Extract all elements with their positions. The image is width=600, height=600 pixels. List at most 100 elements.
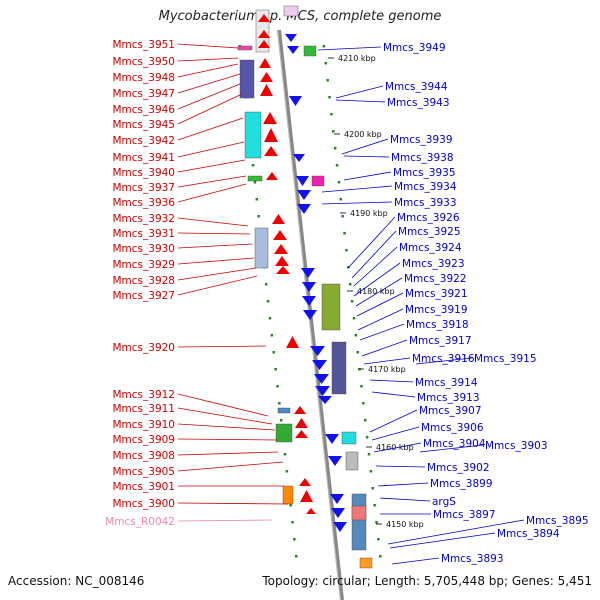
ring-tick-inner xyxy=(272,351,275,354)
gene-label-right: Mmcs_3919 xyxy=(405,304,468,316)
ring-tick-outer xyxy=(339,198,343,201)
ring-tick-inner xyxy=(274,368,277,371)
gene-block xyxy=(277,407,291,414)
gene-label-right: Mmcs_3914 xyxy=(415,377,478,389)
gene-label-right: Mmcs_3907 xyxy=(419,405,482,417)
gene-label-left: Mmcs_3931 xyxy=(112,228,175,240)
gene-block xyxy=(237,45,253,51)
gene-arrow-forward xyxy=(295,418,308,428)
accession-label: Accession: NC_008146 xyxy=(8,574,145,588)
gene-label-right: Mmcs_3933 xyxy=(394,197,457,209)
label-leader xyxy=(369,409,418,433)
ring-tick-outer xyxy=(350,300,354,303)
gene-block xyxy=(331,341,347,395)
label-leader xyxy=(177,217,249,227)
gene-label-right: argS xyxy=(432,496,456,508)
gene-label-right: Mmcs_3917 xyxy=(409,335,472,347)
label-leader xyxy=(177,451,279,456)
gene-label-left: Mmcs_3950 xyxy=(112,56,175,68)
ring-tick-outer xyxy=(356,351,359,354)
ring-tick-outer xyxy=(332,130,335,133)
gene-block xyxy=(345,451,359,471)
gene-label-left: Mmcs_3908 xyxy=(112,450,175,462)
ring-tick-outer xyxy=(375,521,378,524)
gene-block xyxy=(351,493,367,551)
gene-label-left: Mmcs_3911 xyxy=(112,403,175,415)
gene-label-left: Mmcs_3905 xyxy=(112,466,175,478)
gene-arrow-reverse xyxy=(328,456,342,466)
ring-tick-inner xyxy=(289,504,292,507)
label-leader xyxy=(177,43,239,49)
label-leader xyxy=(177,502,289,505)
gene-label-right: Mmcs_3904 xyxy=(423,438,486,450)
gene-label-left: Mmcs_3930 xyxy=(112,243,175,255)
gene-label-left: Mmcs_3912 xyxy=(112,389,175,401)
gene-label-left: Mmcs_3937 xyxy=(112,182,175,194)
ring-tick-outer xyxy=(326,79,329,82)
gene-arrow-forward xyxy=(272,214,285,224)
ring-tick-outer xyxy=(377,538,380,541)
gene-block xyxy=(244,111,262,159)
gene-label-left: Mmcs_3951 xyxy=(112,39,175,51)
gene-block xyxy=(283,5,299,17)
gene-arrow-reverse xyxy=(318,396,332,404)
gene-block xyxy=(321,283,341,331)
label-leader xyxy=(361,339,408,357)
label-leader xyxy=(177,257,255,265)
gene-label-right: Mmcs_3922 xyxy=(404,273,467,285)
gene-arrow-reverse xyxy=(331,508,345,518)
gene-block xyxy=(239,59,255,99)
label-leader xyxy=(177,175,247,188)
gene-label-left: Mmcs_3948 xyxy=(112,72,175,84)
gene-arrow-forward xyxy=(264,128,278,142)
ring-tick-inner xyxy=(276,385,279,388)
label-leader xyxy=(177,83,241,110)
label-leader xyxy=(177,461,284,472)
label-leader xyxy=(177,141,245,158)
label-leader xyxy=(355,277,403,307)
scale-label: 4180 kbp xyxy=(357,287,395,296)
label-leader xyxy=(177,117,244,141)
label-leader xyxy=(177,243,253,249)
ring-tick-inner xyxy=(283,453,287,456)
gene-arrow-reverse xyxy=(296,176,309,186)
gene-label-right: Mmcs_3926 xyxy=(397,212,460,224)
ring-tick-outer xyxy=(341,215,344,218)
gene-arrow-reverse xyxy=(312,360,327,370)
map-title: Mycobacterium sp. MCS, complete genome xyxy=(158,9,442,24)
label-leader xyxy=(373,442,422,453)
ring-tick-outer xyxy=(322,45,326,48)
gene-label-right: Mmcs_3939 xyxy=(390,134,453,146)
ring-tick-outer xyxy=(369,470,373,473)
gene-label-left: Mmcs_3928 xyxy=(112,275,175,287)
gene-arrow-forward xyxy=(258,14,270,22)
gene-block xyxy=(282,485,294,505)
gene-block xyxy=(275,423,293,443)
label-leader xyxy=(177,423,276,431)
label-leader xyxy=(177,519,273,522)
ring-tick-outer xyxy=(379,555,382,558)
scale-label: 4190 kbp xyxy=(350,209,388,218)
label-leader xyxy=(415,357,473,365)
ring-tick-outer xyxy=(343,232,346,235)
gene-block xyxy=(359,557,373,569)
gene-label-right: Mmcs_3902 xyxy=(427,462,490,474)
label-leader xyxy=(363,357,411,365)
gene-label-right: Mmcs_3949 xyxy=(383,42,446,54)
ring-tick-inner xyxy=(264,283,268,286)
ring-tick-outer xyxy=(330,113,333,116)
ring-tick-outer xyxy=(333,147,337,150)
gene-arrow-forward xyxy=(274,244,288,254)
gene-arrow-forward xyxy=(294,406,306,414)
label-leader xyxy=(177,267,257,281)
ring-tick-inner xyxy=(266,300,270,303)
gene-label-left: Mmcs_3910 xyxy=(112,419,175,431)
gene-arrow-forward xyxy=(286,336,299,348)
gene-arrow-reverse xyxy=(330,494,344,504)
ring-tick-inner xyxy=(278,402,281,405)
ring-tick-inner xyxy=(255,198,259,201)
label-leader xyxy=(377,482,429,487)
gene-arrow-forward xyxy=(259,58,271,68)
scale-label: 4150 kbp xyxy=(386,520,424,529)
gene-arrow-forward xyxy=(264,146,278,156)
